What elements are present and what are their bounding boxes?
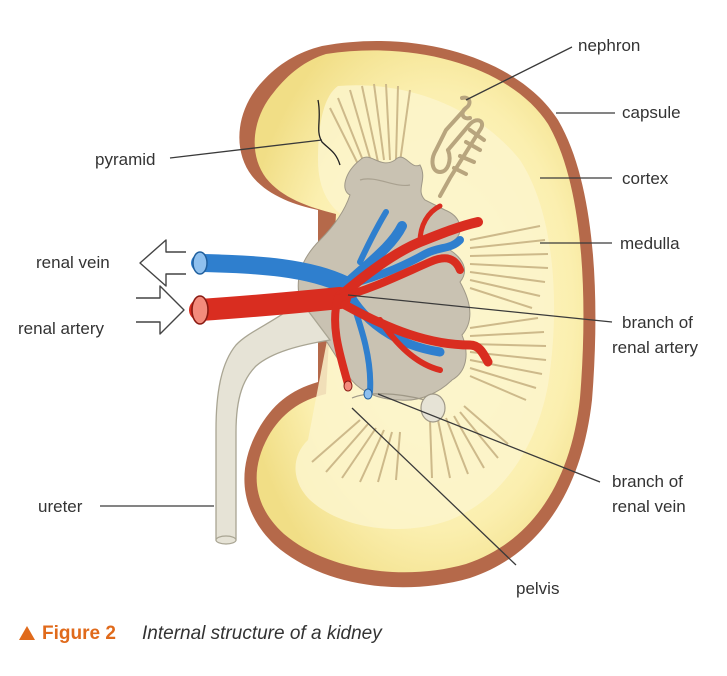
renal-artery-arrow-icon — [136, 285, 185, 335]
label-branch-artery-line1: branch of — [622, 313, 693, 332]
label-capsule: capsule — [622, 103, 681, 122]
pyramid-right-upper — [469, 225, 549, 309]
label-ureter: ureter — [38, 497, 83, 516]
label-renal-artery: renal artery — [18, 319, 104, 338]
pyramid-outline — [317, 99, 341, 166]
pyramids — [311, 83, 549, 483]
leader-pelvis — [351, 407, 517, 566]
renal-artery-end — [191, 295, 209, 325]
label-renal-vein: renal vein — [36, 253, 110, 272]
vein-branch-end — [363, 388, 373, 400]
leader-branch-vein — [377, 393, 601, 483]
label-branch-artery-line2: renal artery — [612, 338, 698, 357]
renal-artery — [189, 203, 493, 388]
leader-pyramid — [169, 139, 323, 159]
caption-text: Internal structure of a kidney — [142, 623, 383, 644]
label-medulla: medulla — [620, 234, 680, 253]
pyramid-bottom-right — [429, 405, 509, 479]
caption-triangle-icon — [19, 626, 35, 640]
label-branch-vein-line2: renal vein — [612, 497, 686, 516]
label-branch-vein-line1: branch of — [612, 472, 683, 491]
ureter-end — [215, 535, 237, 545]
label-cortex: cortex — [622, 169, 669, 188]
caption-figure-number: Figure 2 — [42, 623, 116, 644]
pyramid-bottom-left — [311, 419, 401, 483]
renal-vein-arrow-icon — [139, 239, 186, 287]
pyramid-top — [329, 83, 411, 173]
leader-nephron — [465, 46, 573, 101]
artery-branch-end — [343, 380, 353, 392]
label-pyramid: pyramid — [95, 150, 155, 169]
nephron — [430, 95, 486, 198]
label-pelvis: pelvis — [516, 579, 559, 598]
renal-vein-end — [192, 251, 208, 275]
label-nephron: nephron — [578, 36, 640, 55]
leader-branch-artery — [347, 294, 613, 323]
